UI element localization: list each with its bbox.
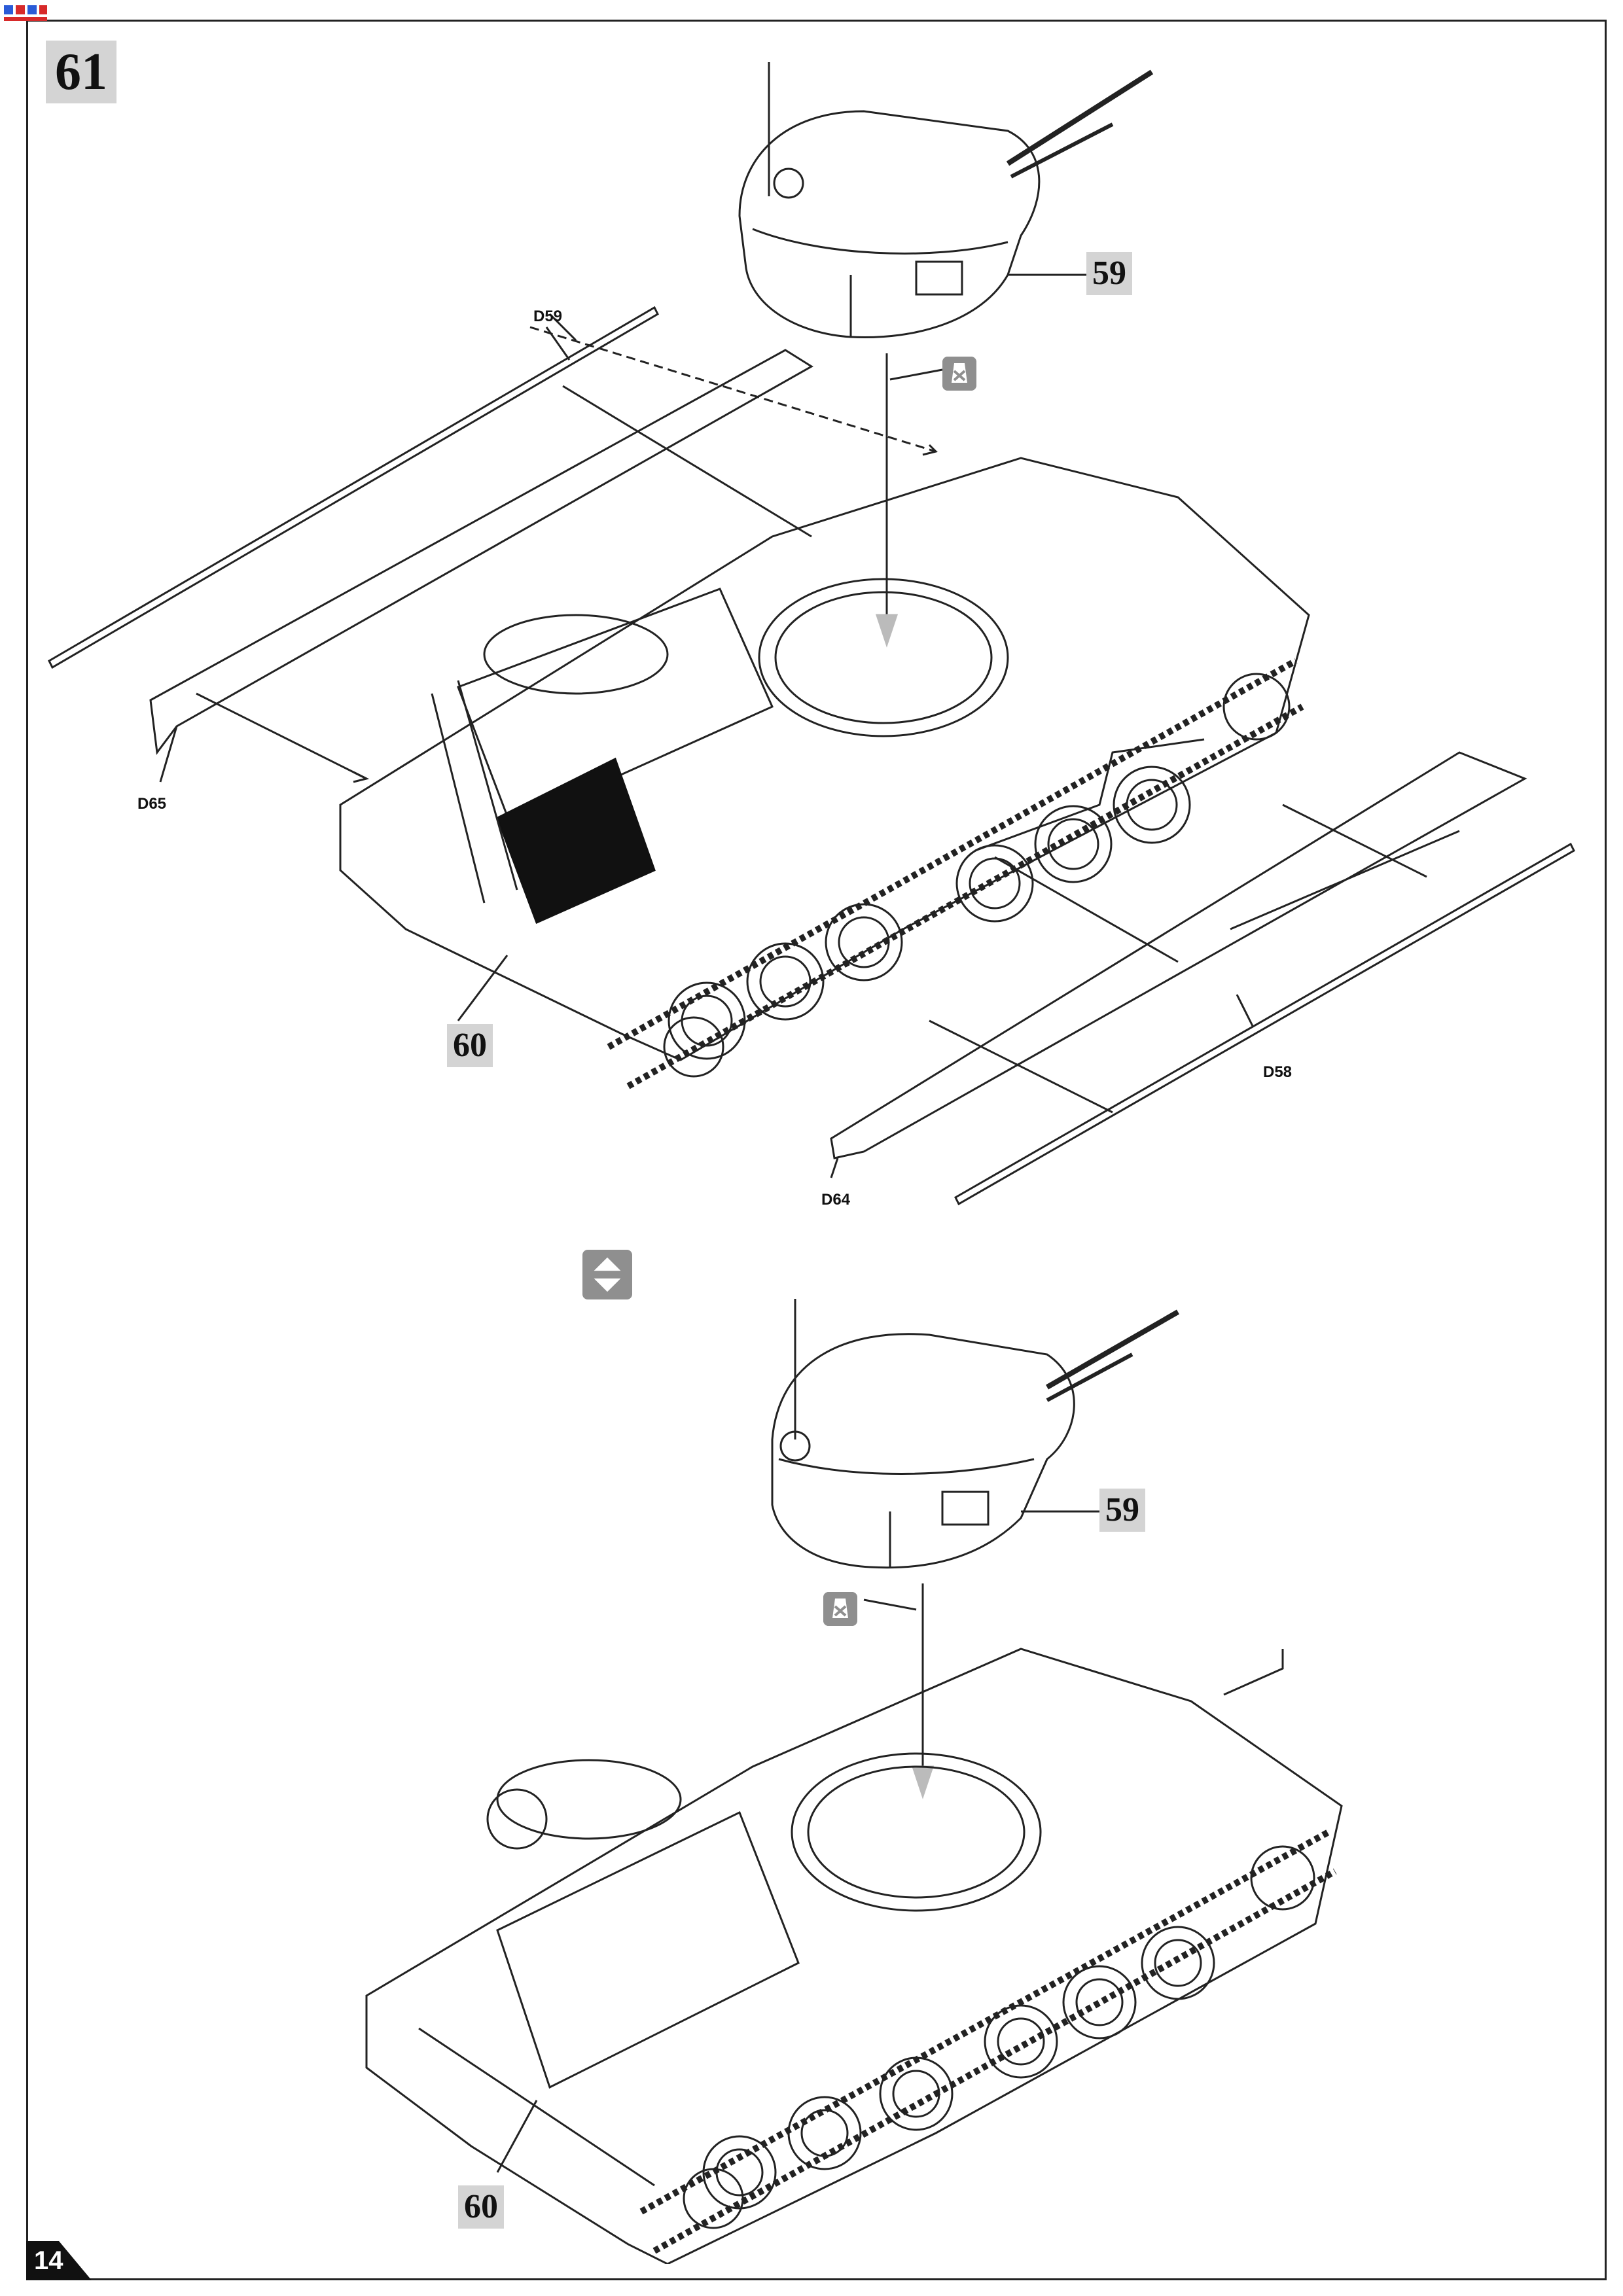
- part-label-d58: D58: [1263, 1063, 1293, 1081]
- bottom-hull-leader: [496, 2100, 538, 2173]
- cement-not-required-icon: [823, 1592, 857, 1626]
- brand-logo: [4, 5, 47, 21]
- step-number: 61: [46, 41, 116, 103]
- page-number-shape: [26, 2241, 92, 2280]
- part-label-d65: D65: [137, 795, 167, 813]
- top-hull-callout: 60: [447, 1024, 493, 1067]
- d64-leader: [830, 1157, 839, 1178]
- turn-model-over-icon: [582, 1250, 632, 1299]
- bottom-turret: [771, 1299, 1179, 1569]
- top-right-fenders: [830, 738, 1575, 1206]
- d65-leader: [159, 726, 178, 783]
- top-left-fenders: [48, 306, 938, 783]
- part-label-d64: D64: [821, 1191, 851, 1209]
- top-hull: [339, 457, 1310, 1089]
- top-hull-leader: [457, 955, 508, 1021]
- top-turret-callout: 59: [1086, 252, 1132, 295]
- bottom-hull-callout: 60: [458, 2185, 504, 2229]
- part-label-d59: D59: [533, 308, 563, 325]
- bottom-turret-callout: 59: [1099, 1489, 1145, 1532]
- bottom-hull: [365, 1648, 1343, 2264]
- bottom-assembly-drawing: [365, 1299, 1343, 2264]
- top-assembly-drawing: [48, 62, 1575, 1206]
- d59-leader: [545, 327, 571, 361]
- cement-not-required-icon: [942, 357, 976, 391]
- top-turret: [738, 62, 1154, 339]
- page-number-tab: 14: [26, 2241, 92, 2280]
- page-frame: [26, 20, 1607, 2280]
- d58-leader: [1236, 994, 1255, 1028]
- page-number: 14: [34, 2246, 63, 2275]
